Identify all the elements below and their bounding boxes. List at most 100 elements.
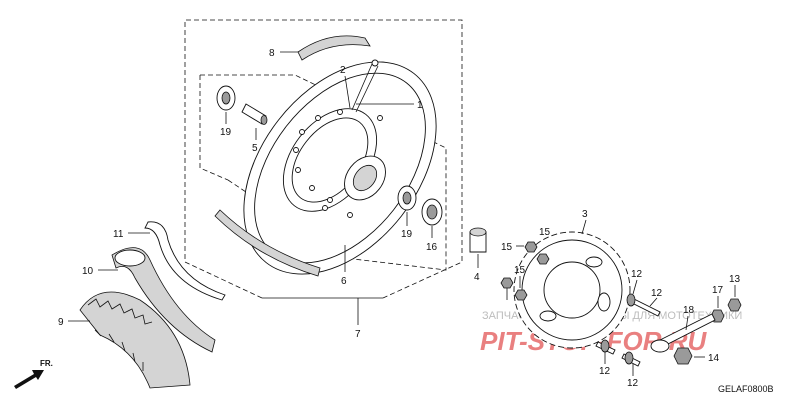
callout-18: 18 bbox=[683, 305, 695, 316]
sprocket-lightening-hole bbox=[539, 310, 557, 322]
leader-12a bbox=[632, 279, 638, 295]
spoke-hole bbox=[327, 197, 333, 203]
front-arrow-icon bbox=[14, 370, 44, 389]
tube-end bbox=[114, 249, 146, 267]
front-direction-indicator: FR. bbox=[14, 359, 53, 389]
callout-15-a: 15 bbox=[501, 242, 513, 253]
seal-inner bbox=[426, 204, 438, 220]
tire-tread-pattern bbox=[87, 298, 153, 325]
sprocket-lightening-hole bbox=[597, 292, 611, 312]
callout-14: 14 bbox=[708, 353, 720, 364]
callout-10: 10 bbox=[82, 266, 94, 277]
rim-strip-upper bbox=[297, 35, 371, 61]
callout-8: 8 bbox=[269, 48, 275, 59]
tire-part-9 bbox=[79, 291, 191, 389]
leader-3 bbox=[581, 219, 587, 235]
bearing-inner bbox=[221, 91, 231, 105]
nut-shape bbox=[673, 347, 693, 365]
callout-4: 4 bbox=[474, 272, 480, 283]
callout-2: 2 bbox=[340, 65, 346, 76]
oil-seal-16 bbox=[421, 198, 443, 226]
leader-18 bbox=[685, 315, 689, 331]
tire-tread-body bbox=[79, 291, 191, 389]
hub-part-1 bbox=[282, 108, 386, 218]
callout-6: 6 bbox=[341, 276, 347, 287]
sub-outline-6a bbox=[199, 75, 229, 181]
sprocket-lightening-hole bbox=[585, 256, 603, 268]
spoke-hole bbox=[337, 109, 343, 115]
leader-2 bbox=[344, 75, 351, 109]
collar-end bbox=[260, 115, 268, 125]
callout-1: 1 bbox=[417, 100, 423, 111]
nut-15-d bbox=[500, 277, 514, 289]
callout-16: 16 bbox=[426, 242, 438, 253]
rim-strip-part-8 bbox=[214, 35, 371, 277]
nut-14 bbox=[673, 347, 693, 365]
nut-shape bbox=[524, 241, 538, 253]
callout-12-a: 12 bbox=[631, 269, 643, 280]
spoke-hole bbox=[377, 115, 383, 121]
spoke-hole bbox=[293, 147, 299, 153]
bushing-top bbox=[469, 227, 487, 237]
callout-9: 9 bbox=[58, 317, 64, 328]
callout-11: 11 bbox=[113, 229, 124, 240]
nut-shape bbox=[536, 253, 550, 265]
callout-5: 5 bbox=[252, 143, 258, 154]
spoke-hole bbox=[299, 129, 305, 135]
spoke-hole bbox=[315, 115, 321, 121]
spoke-hole bbox=[309, 185, 315, 191]
rim-band-part-11 bbox=[144, 221, 226, 301]
nut-15-a bbox=[524, 241, 538, 253]
callout-17: 17 bbox=[712, 285, 724, 296]
sprocket-part-3 bbox=[513, 219, 631, 349]
distance-collar-5 bbox=[241, 103, 268, 125]
adjuster-plate bbox=[650, 339, 670, 353]
spoke-nipple bbox=[371, 59, 379, 67]
bolt-12-b bbox=[595, 339, 616, 355]
hub-bearing-seat bbox=[352, 164, 378, 192]
callout-7: 7 bbox=[355, 329, 361, 340]
bolt-12-a bbox=[626, 293, 661, 317]
bolt-head bbox=[626, 293, 636, 307]
chain-adjuster-18 bbox=[650, 313, 716, 353]
callout-15-c: 15 bbox=[514, 265, 526, 276]
nut-shape bbox=[727, 298, 742, 312]
tube-part-10 bbox=[111, 247, 216, 353]
nut-shape bbox=[514, 289, 528, 301]
callout-12-c: 12 bbox=[599, 366, 611, 377]
bolt-head bbox=[600, 339, 610, 353]
tube-body bbox=[111, 247, 216, 353]
bearing-19-right bbox=[397, 185, 417, 211]
bolt-head bbox=[624, 351, 634, 365]
front-label: FR. bbox=[40, 359, 53, 368]
rim-strip-lower bbox=[214, 209, 321, 277]
nut-13 bbox=[727, 298, 742, 312]
leader-lines bbox=[68, 51, 736, 376]
assembly-outline-7 bbox=[184, 19, 463, 299]
sprocket-center-hole bbox=[543, 261, 601, 319]
callout-labels: 8 2 1 19 5 19 16 6 7 11 10 9 4 3 15 15 1… bbox=[58, 48, 741, 389]
nut-15-c bbox=[514, 289, 528, 301]
bushing-part-4 bbox=[469, 227, 487, 268]
callout-12-b: 12 bbox=[651, 288, 663, 299]
spoke bbox=[351, 63, 373, 111]
callout-12-d: 12 bbox=[627, 378, 639, 389]
nut-15-b bbox=[536, 253, 550, 265]
callout-19-right: 19 bbox=[401, 229, 413, 240]
bolt-12-c bbox=[621, 351, 641, 367]
diagram-code: GELAF0800B bbox=[718, 384, 774, 394]
rim-band-body bbox=[144, 221, 226, 301]
leader-12b bbox=[649, 297, 658, 307]
bearing-19-left bbox=[216, 85, 236, 111]
tire-knobs bbox=[94, 329, 144, 371]
spoke-hole bbox=[322, 205, 328, 211]
nut-shape bbox=[500, 277, 514, 289]
callout-19-left: 19 bbox=[220, 127, 232, 138]
callout-13: 13 bbox=[729, 274, 741, 285]
callout-3: 3 bbox=[582, 209, 588, 220]
spoke-hole bbox=[295, 167, 301, 173]
spoke-hole bbox=[347, 212, 353, 218]
callout-15-b: 15 bbox=[539, 227, 551, 238]
bearing-inner bbox=[402, 191, 412, 205]
